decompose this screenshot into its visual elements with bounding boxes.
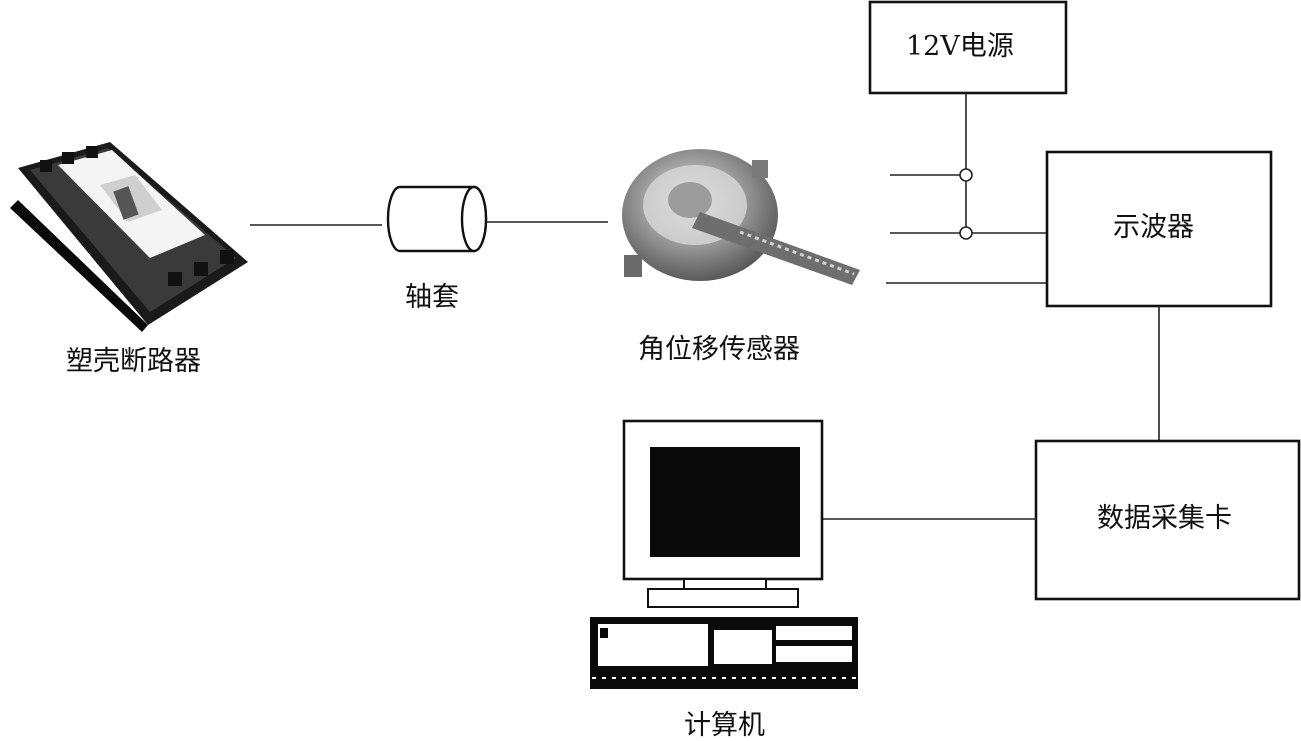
oscilloscope-box (1045, 150, 1273, 308)
oscilloscope-label: 示波器 (1113, 212, 1194, 243)
wire-junction-2 (959, 226, 973, 240)
sleeve-label: 轴套 (405, 282, 459, 313)
power-supply-box (868, 0, 1068, 95)
shaft-sleeve-icon (386, 185, 488, 253)
computer-icon (590, 419, 858, 689)
circuit-breaker-icon (10, 142, 248, 332)
computer-label: 计算机 (684, 710, 765, 741)
power-supply-label: 12V电源 (906, 31, 1014, 62)
daq-label: 数据采集卡 (1097, 503, 1232, 534)
sensor-label: 角位移传感器 (638, 334, 800, 365)
daq-box (1034, 439, 1301, 601)
wire-junction-1 (959, 168, 973, 182)
angular-sensor-icon (622, 149, 860, 285)
breaker-label: 塑壳断路器 (66, 346, 201, 377)
